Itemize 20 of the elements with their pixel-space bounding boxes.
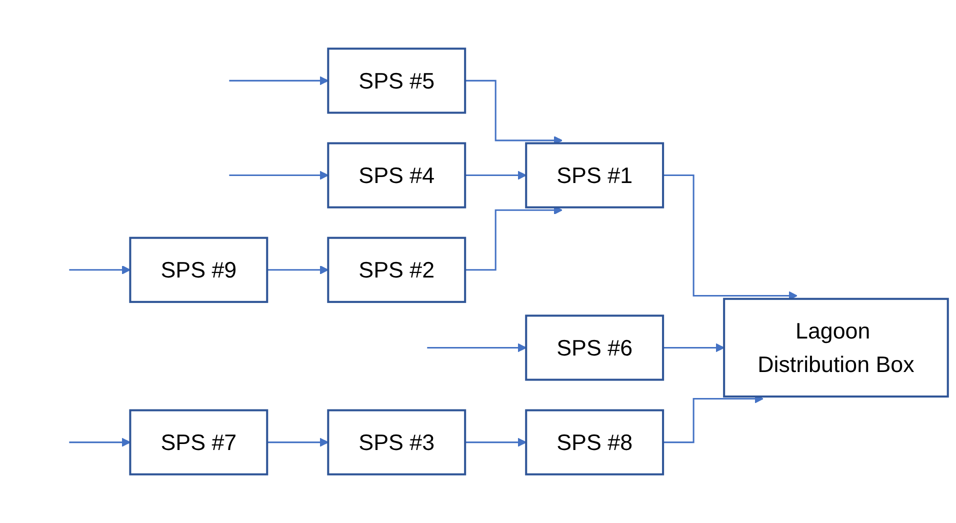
node-box: SPS #1	[525, 142, 664, 208]
node-box: SPS #7	[129, 409, 268, 476]
arrow	[426, 343, 527, 352]
node-box: SPS #6	[525, 314, 664, 381]
arrow	[464, 438, 527, 447]
arrow	[68, 265, 131, 274]
node-box: SPS #8	[525, 409, 664, 476]
node-box: SPS #3	[327, 409, 466, 476]
arrow	[68, 438, 131, 447]
arrow	[228, 76, 329, 86]
node-box: SPS #5	[327, 48, 466, 114]
node-box: SPS #9	[129, 236, 268, 303]
node-box: Lagoon Distribution Box	[723, 298, 949, 398]
arrow	[266, 265, 329, 274]
arrow	[464, 170, 527, 180]
arrow	[266, 438, 329, 447]
node-box: SPS #2	[327, 236, 466, 303]
arrow	[662, 343, 724, 352]
node-box: SPS #4	[327, 142, 466, 208]
arrow	[228, 170, 329, 180]
